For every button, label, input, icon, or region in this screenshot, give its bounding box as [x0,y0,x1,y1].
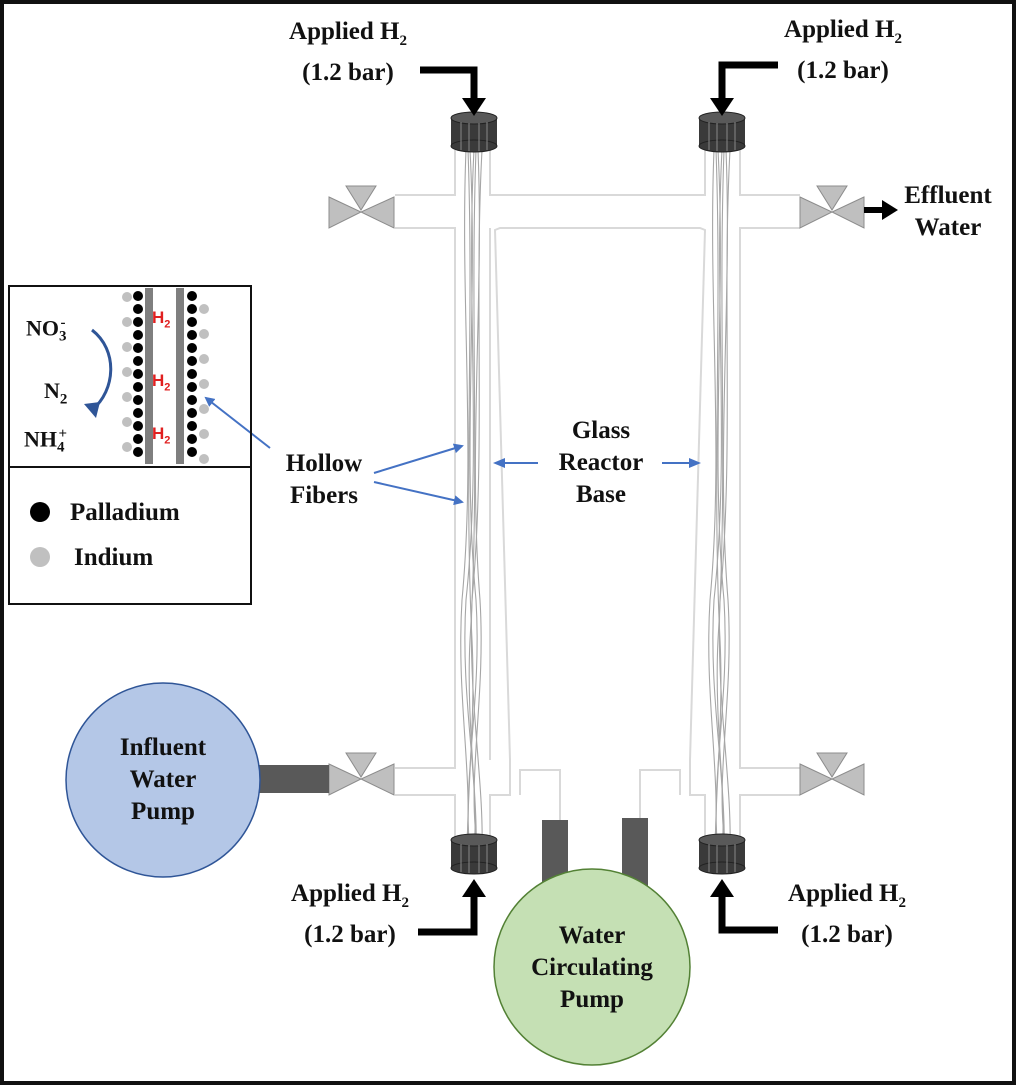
legend-indium: Indium [74,544,154,571]
valve-bottom-right-icon [799,752,865,796]
inset-h2-label-2: H2 [152,371,171,394]
inset-membrane [30,288,209,567]
glass-reactor-outline [395,150,800,840]
fiber-cap-bottom-right [698,833,746,875]
glass-reactor-base-label: Glass Reactor Base [558,417,644,508]
hollow-fibers-label: Hollow Fibers [285,450,363,509]
inset-h2-label-1: H2 [152,308,171,331]
h2-inlet-label-top-right: Applied H2 (1.2 bar) [784,16,902,84]
fiber-cap-bottom-left [450,833,498,875]
influent-water-pump [65,682,261,878]
circulating-pump-label: Water Circulating Pump [531,922,653,1013]
pointer-arrows [204,396,701,506]
h2-arrow-top-right-icon [710,61,778,116]
nitrate-label: NO3- [26,315,67,345]
water-circulating-pump [493,868,691,1066]
ammonium-label: NH4+ [24,426,68,456]
valve-top-left-icon [328,185,395,229]
influent-pipe [255,765,329,793]
influent-pump-label: Influent Water Pump [119,734,207,825]
inset-divider [8,466,252,468]
h2-inlet-label-top-left: Applied H2 (1.2 bar) [289,18,407,86]
legend-palladium: Palladium [70,499,180,526]
effluent-water-label: Effluent Water [904,182,992,241]
fiber-cap-top-right [698,111,746,153]
valve-top-right-icon [799,185,865,229]
effluent-arrow-icon [864,200,898,220]
h2-arrow-top-left-icon [420,66,486,116]
h2-arrow-bottom-left-icon [418,879,486,936]
inset-panel [8,285,252,605]
inset-h2-label-3: H2 [152,424,171,447]
nitrogen-label: N2 [44,378,68,408]
h2-arrow-bottom-right-icon [710,879,778,934]
h2-inlet-label-bottom-right: Applied H2 (1.2 bar) [788,880,906,948]
h2-inlet-label-bottom-left: Applied H2 (1.2 bar) [291,880,409,948]
hollow-fiber-bundle-right [708,149,731,851]
hollow-fiber-bundle-left [460,149,483,851]
fiber-cap-top-left [450,111,498,153]
valve-bottom-left-icon [328,752,395,796]
